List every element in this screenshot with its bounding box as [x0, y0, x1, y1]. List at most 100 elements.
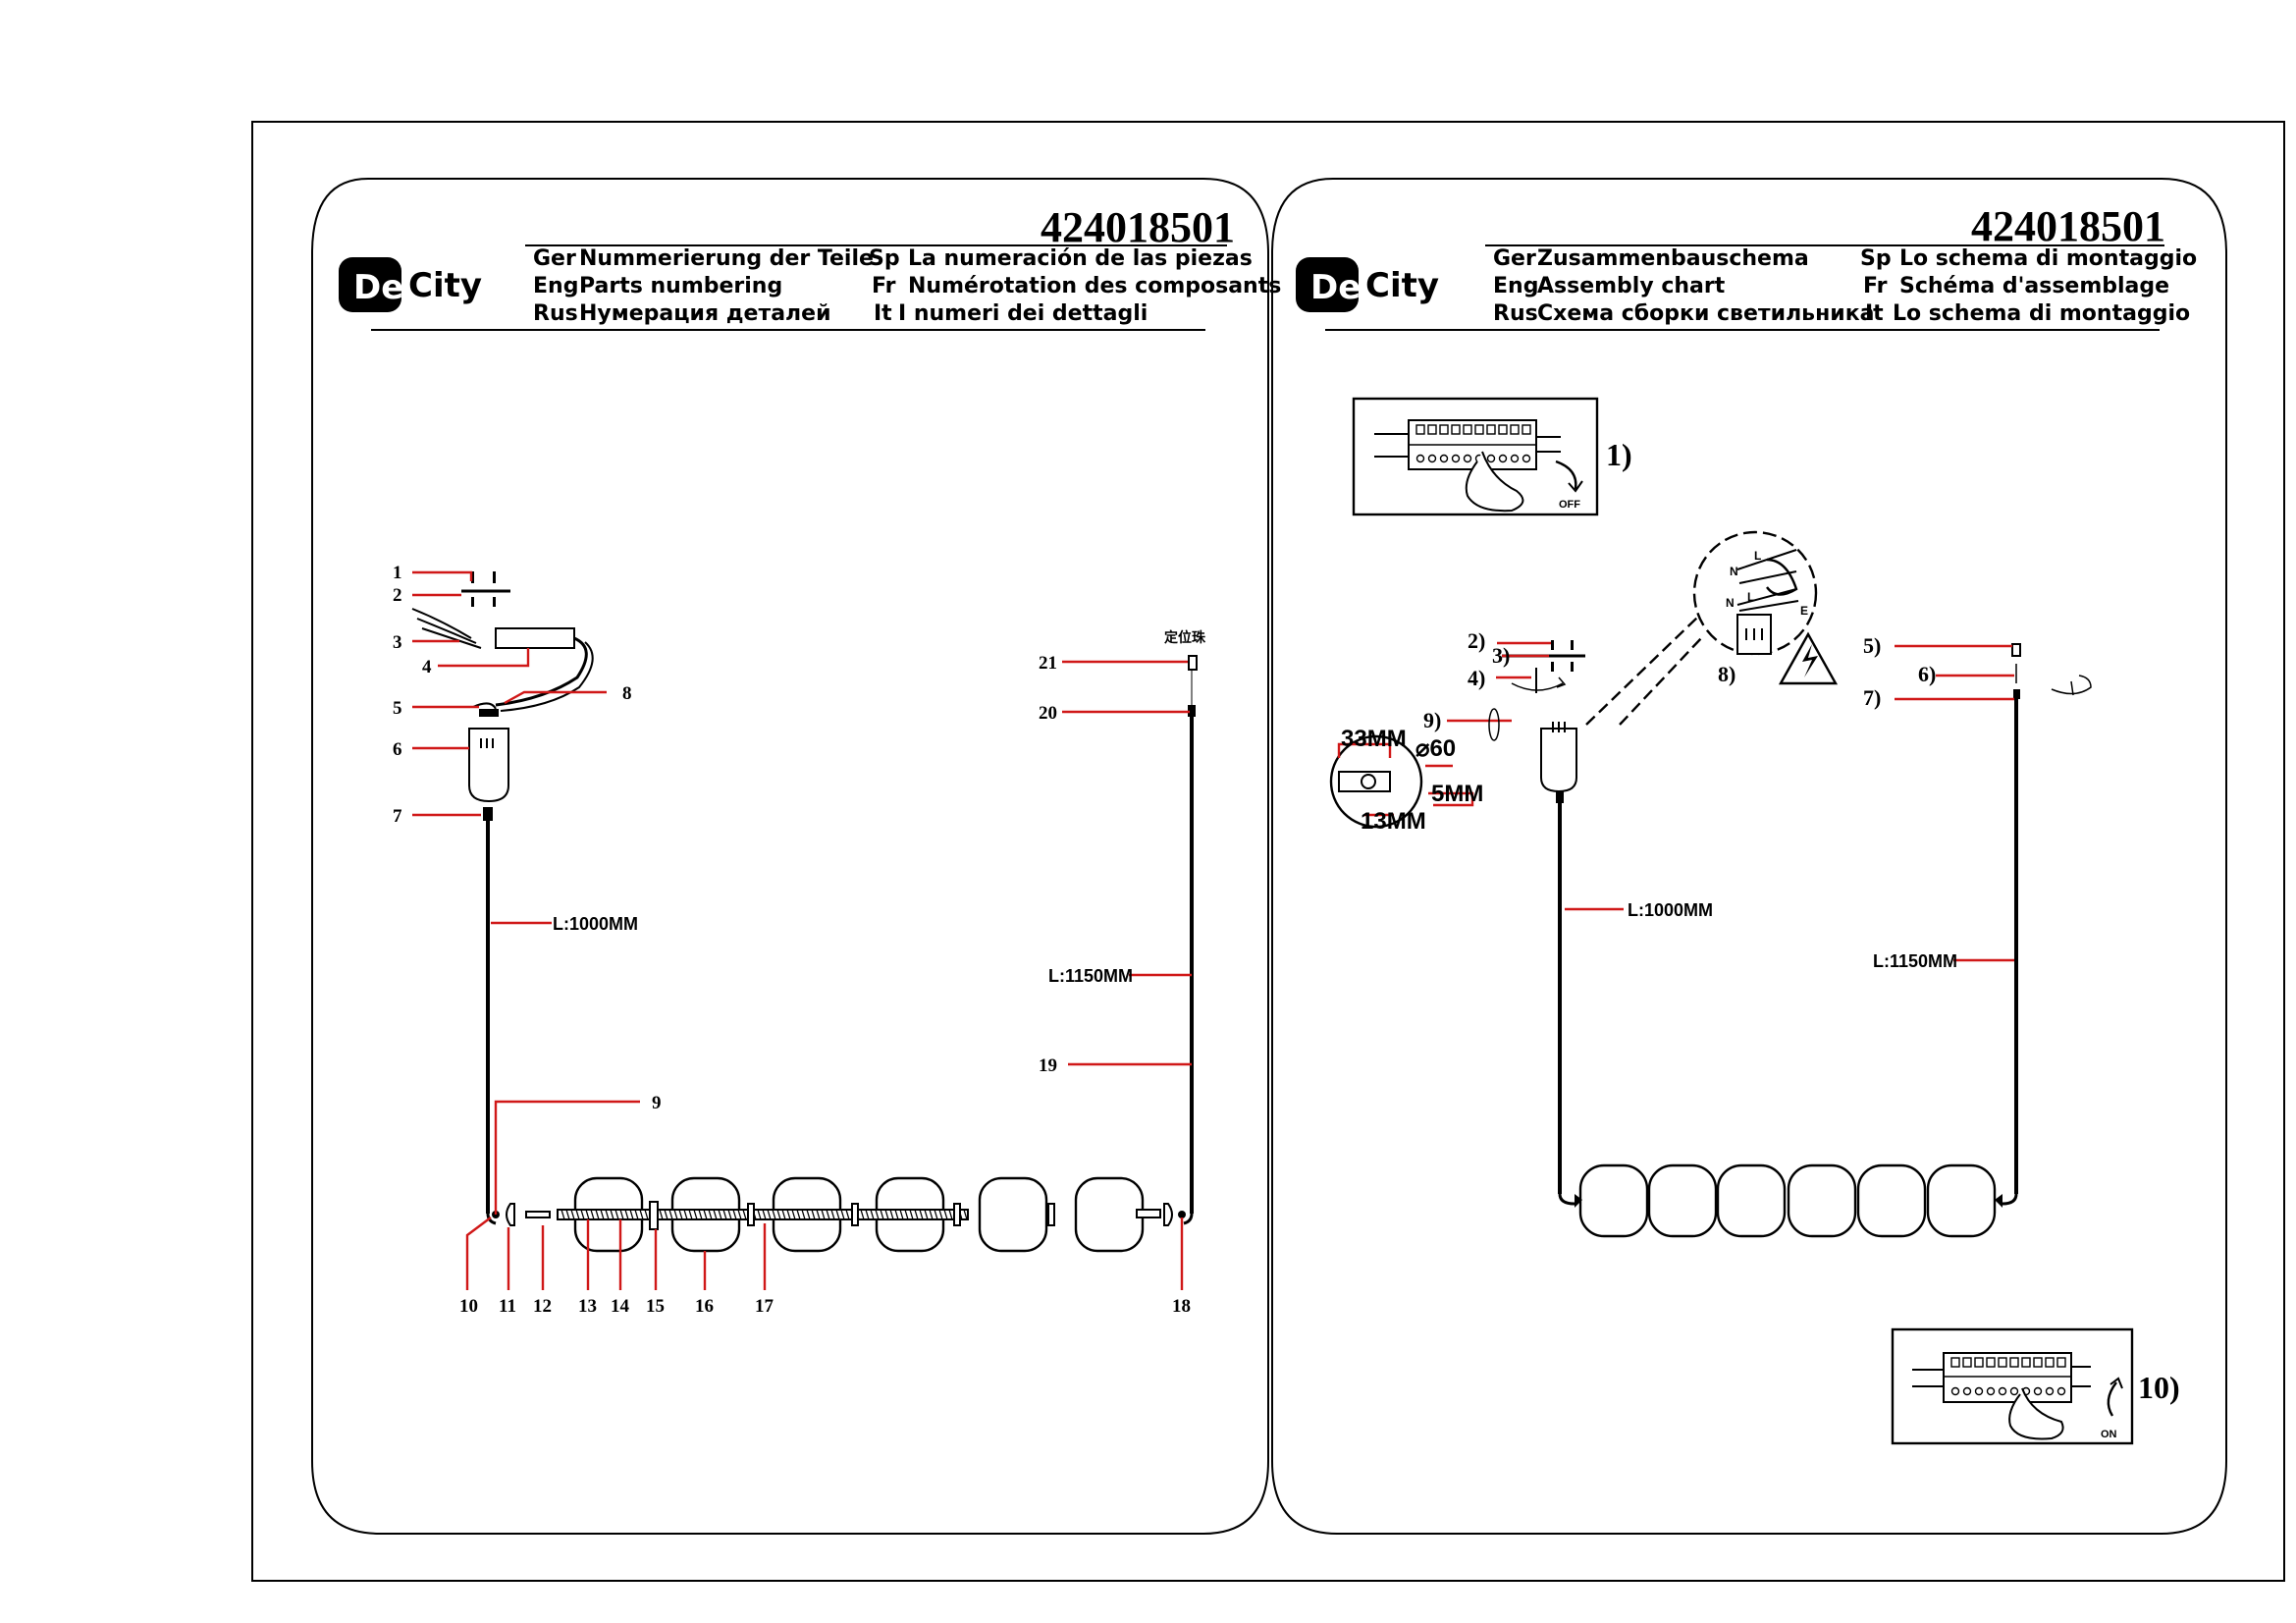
left-hdr-lang-sp: Sp — [869, 246, 900, 271]
dim-5mm: 5MM — [1431, 781, 1483, 807]
wire-label-E: E — [1800, 604, 1808, 618]
steps-2-4-ceiling: 2) 3) 4) — [1468, 628, 1585, 693]
callout-4: 4 — [422, 657, 432, 677]
step-7-number: 7) — [1863, 685, 1881, 710]
left-hdr-text-eng: Parts numbering — [579, 274, 782, 298]
step-6-number: 6) — [1918, 662, 1936, 686]
right-panel-border — [1271, 178, 2227, 1535]
callout-8: 8 — [622, 683, 632, 704]
callout-21: 21 — [1039, 653, 1057, 674]
left-panel-border — [311, 178, 1269, 1535]
dim-13mm: 13MM — [1361, 808, 1426, 835]
right-product-code: 424018501 — [1971, 202, 2165, 250]
right-hdr-lang-rus: Rus — [1493, 301, 1538, 326]
callout-20: 20 — [1039, 703, 1057, 724]
callout-16: 16 — [695, 1296, 714, 1317]
right-lengths: L:1000MM L:1150MM — [1565, 900, 2014, 971]
right-hdr-text-ger: Zusammenbauschema — [1537, 246, 1809, 271]
left-hdr-lang-ger: Ger — [533, 246, 576, 271]
left-header: Ger Nummerierung der Teile Eng Parts num… — [533, 246, 1281, 326]
dim-33mm: 33MM — [1341, 726, 1407, 752]
step-8-number: 8) — [1718, 662, 1735, 686]
left-logo-word: City — [408, 266, 482, 305]
right-hdr-lang-ger: Ger — [1493, 246, 1536, 271]
callout-18: 18 — [1172, 1296, 1191, 1317]
wire-label-N2: N — [1726, 596, 1735, 610]
left-hdr-text-sp: La numeración de las piezas — [908, 246, 1253, 271]
step-4-number: 4) — [1468, 666, 1485, 690]
steps-5-7-right: 5) 6) 7) — [1863, 633, 2092, 1194]
callout-2: 2 — [393, 585, 402, 606]
callout-6: 6 — [393, 739, 402, 760]
left-callout-numbers: 1 2 3 4 5 6 7 8 9 10 11 12 13 14 15 16 1… — [393, 563, 1206, 1317]
right-panel: 424018501 De City Ger Zusammenbauschema … — [1271, 178, 2227, 1535]
locating-bead-note: 定位珠 — [1164, 629, 1206, 645]
callout-7: 7 — [393, 806, 402, 827]
left-hdr-lang-fr: Fr — [872, 274, 896, 298]
junction-detail: L N L N E 8) — [1585, 530, 1839, 726]
on-label: ON — [2101, 1429, 2117, 1440]
left-logo-box-text: De — [353, 268, 403, 307]
left-hdr-lang-eng: Eng — [533, 274, 578, 298]
dim-diameter-60: ⌀60 — [1415, 735, 1456, 762]
step-9-number: 9) — [1423, 708, 1441, 732]
step-2-number: 2) — [1468, 628, 1485, 653]
left-hdr-lang-it: It — [874, 301, 892, 326]
left-hdr-text-ger: Nummerierung der Teile — [579, 246, 874, 271]
right-hdr-text-sp: Lo schema di montaggio — [1899, 246, 2197, 271]
callout-12: 12 — [533, 1296, 552, 1317]
canopy-parts — [411, 571, 1198, 1225]
step-5-number: 5) — [1863, 633, 1881, 658]
callout-10: 10 — [459, 1296, 478, 1317]
cord-holder-body — [468, 728, 509, 803]
right-hdr-lang-it: It — [1865, 301, 1884, 326]
shade-assembly — [492, 1176, 1186, 1253]
left-hdr-text-fr: Numérotation des composants — [908, 274, 1281, 298]
callout-15: 15 — [646, 1296, 665, 1317]
right-length-1000: L:1000MM — [1628, 900, 1713, 920]
wire-label-L2: L — [1747, 590, 1754, 604]
left-length-1000: L:1000MM — [553, 914, 638, 934]
callout-14: 14 — [611, 1296, 630, 1317]
right-header: Ger Zusammenbauschema Eng Assembly chart… — [1493, 246, 2197, 326]
right-hdr-lang-fr: Fr — [1863, 274, 1888, 298]
left-length-1150: L:1150MM — [1048, 966, 1133, 986]
callout-19: 19 — [1039, 1055, 1057, 1076]
step-1-breaker-off: OFF 1) — [1352, 397, 1632, 516]
junction-zoom-circle — [1692, 530, 1818, 656]
callout-1: 1 — [393, 563, 402, 583]
assembled-shades — [1558, 1163, 2018, 1238]
left-product-code: 424018501 — [1041, 203, 1235, 251]
step-3-number: 3) — [1492, 643, 1510, 668]
outer-frame — [251, 121, 2285, 1582]
right-length-1150: L:1150MM — [1873, 951, 1957, 971]
callout-5: 5 — [393, 698, 402, 719]
step-1-number: 1) — [1606, 437, 1632, 472]
right-hdr-text-fr: Schéma d'assemblage — [1899, 274, 2169, 298]
callout-13: 13 — [578, 1296, 597, 1317]
left-panel: 424018501 De City Ger Nummerierung der T… — [311, 178, 1281, 1535]
right-hdr-text-rus: Схема сборки светильника — [1537, 301, 1874, 326]
left-hdr-lang-rus: Rus — [533, 301, 578, 326]
step-10-number: 10) — [2138, 1370, 2180, 1405]
right-hdr-lang-sp: Sp — [1860, 246, 1892, 271]
right-logo-word: City — [1365, 266, 1439, 305]
callout-3: 3 — [393, 632, 402, 653]
wire-label-L1: L — [1754, 549, 1761, 563]
right-logo: De City — [1296, 257, 1439, 312]
callout-17: 17 — [755, 1296, 774, 1317]
right-hdr-lang-eng: Eng — [1493, 274, 1538, 298]
driver-box — [495, 627, 575, 649]
right-hdr-text-it: Lo schema di montaggio — [1893, 301, 2190, 326]
wire-label-N1: N — [1730, 565, 1738, 578]
left-hdr-text-rus: Нумерация деталей — [579, 301, 831, 326]
callout-9: 9 — [652, 1093, 662, 1113]
left-logo: De City — [339, 257, 482, 312]
right-logo-box-text: De — [1310, 268, 1361, 307]
callout-11: 11 — [499, 1296, 516, 1317]
left-leaders — [412, 570, 1192, 1290]
left-hdr-text-it: I numeri dei dettagli — [898, 301, 1148, 326]
step-9-holder: 9) 33MM ⌀60 5MM 13MM — [1329, 708, 1577, 1194]
right-hdr-text-eng: Assembly chart — [1537, 274, 1726, 298]
